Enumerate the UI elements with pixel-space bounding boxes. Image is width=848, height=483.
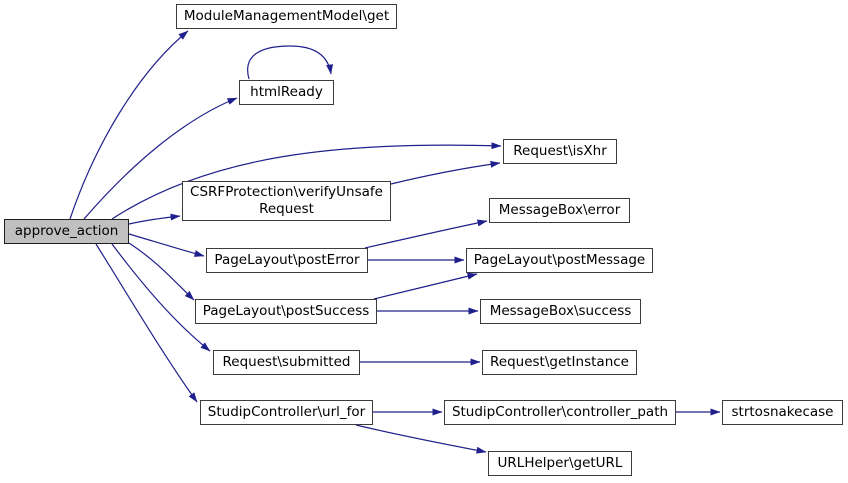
node-request-get-instance-label: Request\getInstance xyxy=(490,354,629,370)
edge-approve-to-submitted xyxy=(111,243,211,352)
node-message-box-success[interactable]: MessageBox\success xyxy=(480,299,641,324)
node-page-layout-post-success[interactable]: PageLayout\postSuccess xyxy=(195,299,377,324)
edge-approve-to-get xyxy=(69,30,189,220)
node-request-is-xhr-label: Request\isXhr xyxy=(513,143,607,159)
node-message-box-error[interactable]: MessageBox\error xyxy=(489,198,630,223)
node-page-layout-post-message[interactable]: PageLayout\postMessage xyxy=(466,248,653,273)
node-approve-action-label: approve_action xyxy=(14,223,119,239)
node-page-layout-post-error[interactable]: PageLayout\postError xyxy=(206,248,368,273)
edge-urlfor-to-geturl xyxy=(355,424,487,454)
edge-approve-to-isxhr xyxy=(111,142,502,220)
node-strtosnakecase-label: strtosnakecase xyxy=(731,404,834,420)
node-page-layout-post-message-label: PageLayout\postMessage xyxy=(473,252,646,268)
node-request-submitted[interactable]: Request\submitted xyxy=(213,350,360,375)
edge-approve-to-urlfor xyxy=(95,243,198,403)
node-message-box-success-label: MessageBox\success xyxy=(489,303,632,319)
edge-approve-to-csrf xyxy=(128,213,181,225)
csrf-label-line2: Request xyxy=(259,201,314,217)
node-studip-controller-url-for-label: StudipController\url_for xyxy=(207,404,366,420)
node-request-get-instance[interactable]: Request\getInstance xyxy=(482,350,637,375)
node-html-ready-label: htmlReady xyxy=(250,84,323,100)
node-csrf-verify-unsafe-request-label: CSRFProtection\verifyUnsafe Request xyxy=(190,184,383,218)
node-module-management-model-get-label: ModuleManagementModel\get xyxy=(183,8,390,24)
node-page-layout-post-success-label: PageLayout\postSuccess xyxy=(202,303,370,319)
edge-approve-to-htmlready xyxy=(83,97,238,220)
node-message-box-error-label: MessageBox\error xyxy=(498,202,621,218)
node-studip-controller-controller-path-label: StudipController\controller_path xyxy=(451,404,669,420)
node-module-management-model-get[interactable]: ModuleManagementModel\get xyxy=(176,4,397,29)
node-url-helper-get-url-label: URLHelper\getURL xyxy=(497,455,623,471)
edge-approve-to-postsuccess xyxy=(128,242,195,301)
node-page-layout-post-error-label: PageLayout\postError xyxy=(214,252,360,268)
node-request-is-xhr[interactable]: Request\isXhr xyxy=(503,139,617,164)
edge-approve-to-posterror xyxy=(128,233,205,257)
node-studip-controller-url-for[interactable]: StudipController\url_for xyxy=(200,400,373,425)
edge-csrf-to-isxhr xyxy=(390,160,501,185)
node-url-helper-get-url[interactable]: URLHelper\getURL xyxy=(488,451,632,476)
node-request-submitted-label: Request\submitted xyxy=(222,354,351,370)
node-studip-controller-controller-path[interactable]: StudipController\controller_path xyxy=(444,400,676,425)
edge-htmlready-self-loop xyxy=(247,45,334,80)
edge-posterror-to-error xyxy=(364,219,488,249)
csrf-label-line1: CSRFProtection\verifyUnsafe xyxy=(190,184,383,200)
node-approve-action: approve_action xyxy=(4,219,129,244)
node-csrf-verify-unsafe-request[interactable]: CSRFProtection\verifyUnsafe Request xyxy=(182,181,391,221)
edge-postsuccess-to-postmessage xyxy=(373,272,478,300)
node-html-ready[interactable]: htmlReady xyxy=(239,80,334,105)
node-strtosnakecase[interactable]: strtosnakecase xyxy=(722,400,843,425)
